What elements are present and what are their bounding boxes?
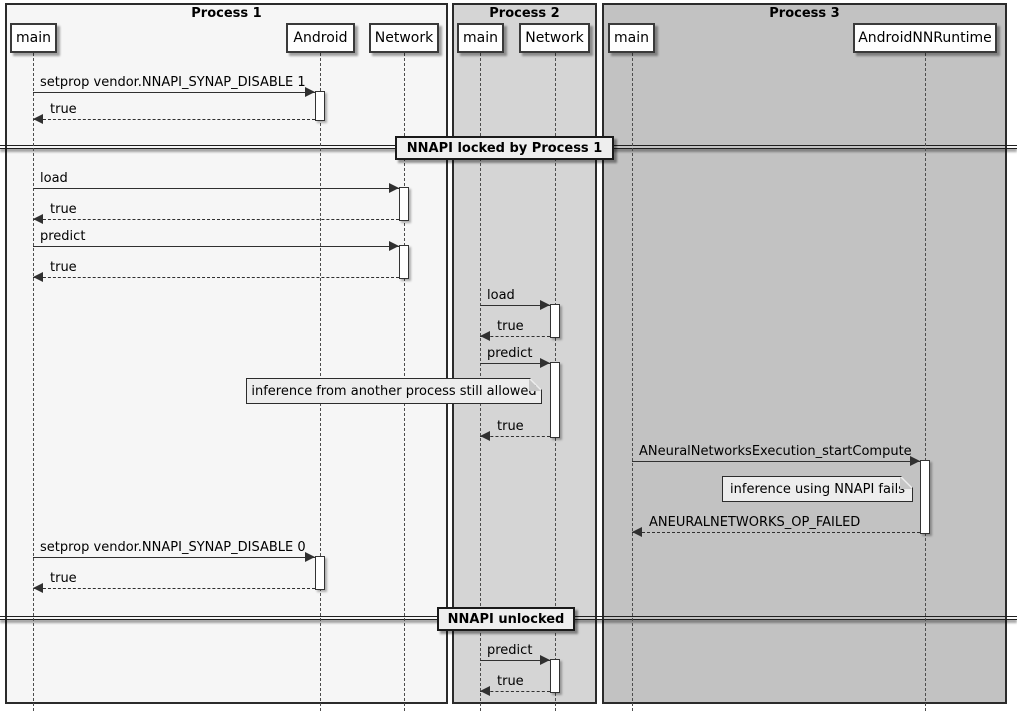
message-label: predict bbox=[487, 346, 533, 361]
frame-title-process-1: Process 1 bbox=[191, 6, 262, 21]
note-text: inference using NNAPI fails bbox=[730, 481, 905, 497]
arrowhead-right-icon bbox=[540, 300, 550, 310]
participant-p3-androidnnruntime: AndroidNNRuntime bbox=[853, 23, 997, 53]
activation-android-setprop1 bbox=[315, 91, 325, 121]
arrowhead-left-icon bbox=[632, 527, 642, 537]
message-label: load bbox=[487, 288, 515, 303]
message-line-return-true-1 bbox=[33, 119, 315, 120]
message-label: true bbox=[50, 260, 77, 275]
message-label: setprop vendor.NNAPI_SYNAP_DISABLE 1 bbox=[40, 75, 306, 90]
message-label: true bbox=[50, 571, 77, 586]
arrowhead-left-icon bbox=[33, 214, 43, 224]
arrowhead-right-icon bbox=[389, 183, 399, 193]
frame-title-process-2: Process 2 bbox=[489, 6, 560, 21]
activation-network1-load bbox=[399, 187, 409, 221]
note-inference-nnapi-fails: inference using NNAPI fails bbox=[722, 476, 913, 502]
message-line-predict-2 bbox=[480, 363, 550, 364]
message-label: ANEURALNETWORKS_OP_FAILED bbox=[649, 515, 861, 530]
divider-nnapi-unlocked: NNAPI unlocked bbox=[437, 607, 575, 631]
arrowhead-right-icon bbox=[540, 655, 550, 665]
divider-label: NNAPI locked by Process 1 bbox=[406, 140, 603, 156]
participant-p2-main: main bbox=[457, 23, 504, 53]
activation-network2-predict2 bbox=[550, 659, 560, 693]
lifeline-p3-androidnnruntime bbox=[925, 53, 926, 711]
frame-process-3 bbox=[602, 3, 1007, 704]
lifeline-p1-main bbox=[33, 53, 34, 711]
message-label: true bbox=[497, 419, 524, 434]
message-line-op-failed bbox=[632, 532, 920, 533]
arrowhead-right-icon bbox=[389, 241, 399, 251]
message-label: true bbox=[497, 674, 524, 689]
message-label: predict bbox=[40, 229, 86, 244]
note-text: inference from another process still all… bbox=[251, 383, 537, 399]
arrowhead-left-icon bbox=[33, 272, 43, 282]
message-line-predict-3 bbox=[480, 660, 550, 661]
message-line-return-true-7 bbox=[480, 691, 550, 692]
message-label: true bbox=[50, 102, 77, 117]
participant-p1-main: main bbox=[10, 23, 57, 53]
arrowhead-left-icon bbox=[480, 331, 490, 341]
activation-androidnnruntime bbox=[920, 460, 930, 534]
message-line-setprop0 bbox=[33, 557, 315, 558]
participant-p1-android: Android bbox=[286, 23, 355, 53]
activation-network2-load bbox=[550, 304, 560, 338]
lifeline-p3-main bbox=[632, 53, 633, 711]
participant-p2-network: Network bbox=[519, 23, 590, 53]
activation-network2-predict bbox=[550, 362, 560, 438]
message-line-startcompute bbox=[632, 461, 920, 462]
message-label: predict bbox=[487, 643, 533, 658]
message-line-load-1 bbox=[33, 188, 399, 189]
participant-p3-main: main bbox=[608, 23, 655, 53]
participant-p1-network: Network bbox=[369, 23, 439, 53]
message-label: setprop vendor.NNAPI_SYNAP_DISABLE 0 bbox=[40, 540, 306, 555]
arrowhead-left-icon bbox=[33, 583, 43, 593]
activation-network1-predict bbox=[399, 245, 409, 279]
message-line-return-true-3 bbox=[33, 277, 399, 278]
divider-nnapi-locked: NNAPI locked by Process 1 bbox=[395, 136, 614, 160]
message-line-return-true-2 bbox=[33, 219, 399, 220]
message-line-return-true-6 bbox=[33, 588, 315, 589]
arrowhead-left-icon bbox=[480, 686, 490, 696]
message-label: ANeuralNetworksExecution_startCompute bbox=[639, 444, 912, 459]
activation-android-setprop0 bbox=[315, 556, 325, 590]
message-label: true bbox=[50, 202, 77, 217]
message-line-return-true-4 bbox=[480, 336, 550, 337]
frame-title-process-3: Process 3 bbox=[769, 6, 840, 21]
arrowhead-right-icon bbox=[540, 358, 550, 368]
arrowhead-right-icon bbox=[305, 552, 315, 562]
arrowhead-right-icon bbox=[910, 456, 920, 466]
note-inference-still-allowed: inference from another process still all… bbox=[246, 378, 542, 404]
frame-process-2 bbox=[452, 3, 597, 704]
message-line-setprop1 bbox=[33, 92, 315, 93]
message-line-return-true-5 bbox=[480, 436, 550, 437]
divider-label: NNAPI unlocked bbox=[447, 611, 565, 627]
message-line-predict-1 bbox=[33, 246, 399, 247]
message-label: load bbox=[40, 171, 68, 186]
message-label: true bbox=[497, 319, 524, 334]
arrowhead-left-icon bbox=[480, 431, 490, 441]
arrowhead-left-icon bbox=[33, 114, 43, 124]
message-line-load-2 bbox=[480, 305, 550, 306]
arrowhead-right-icon bbox=[305, 87, 315, 97]
